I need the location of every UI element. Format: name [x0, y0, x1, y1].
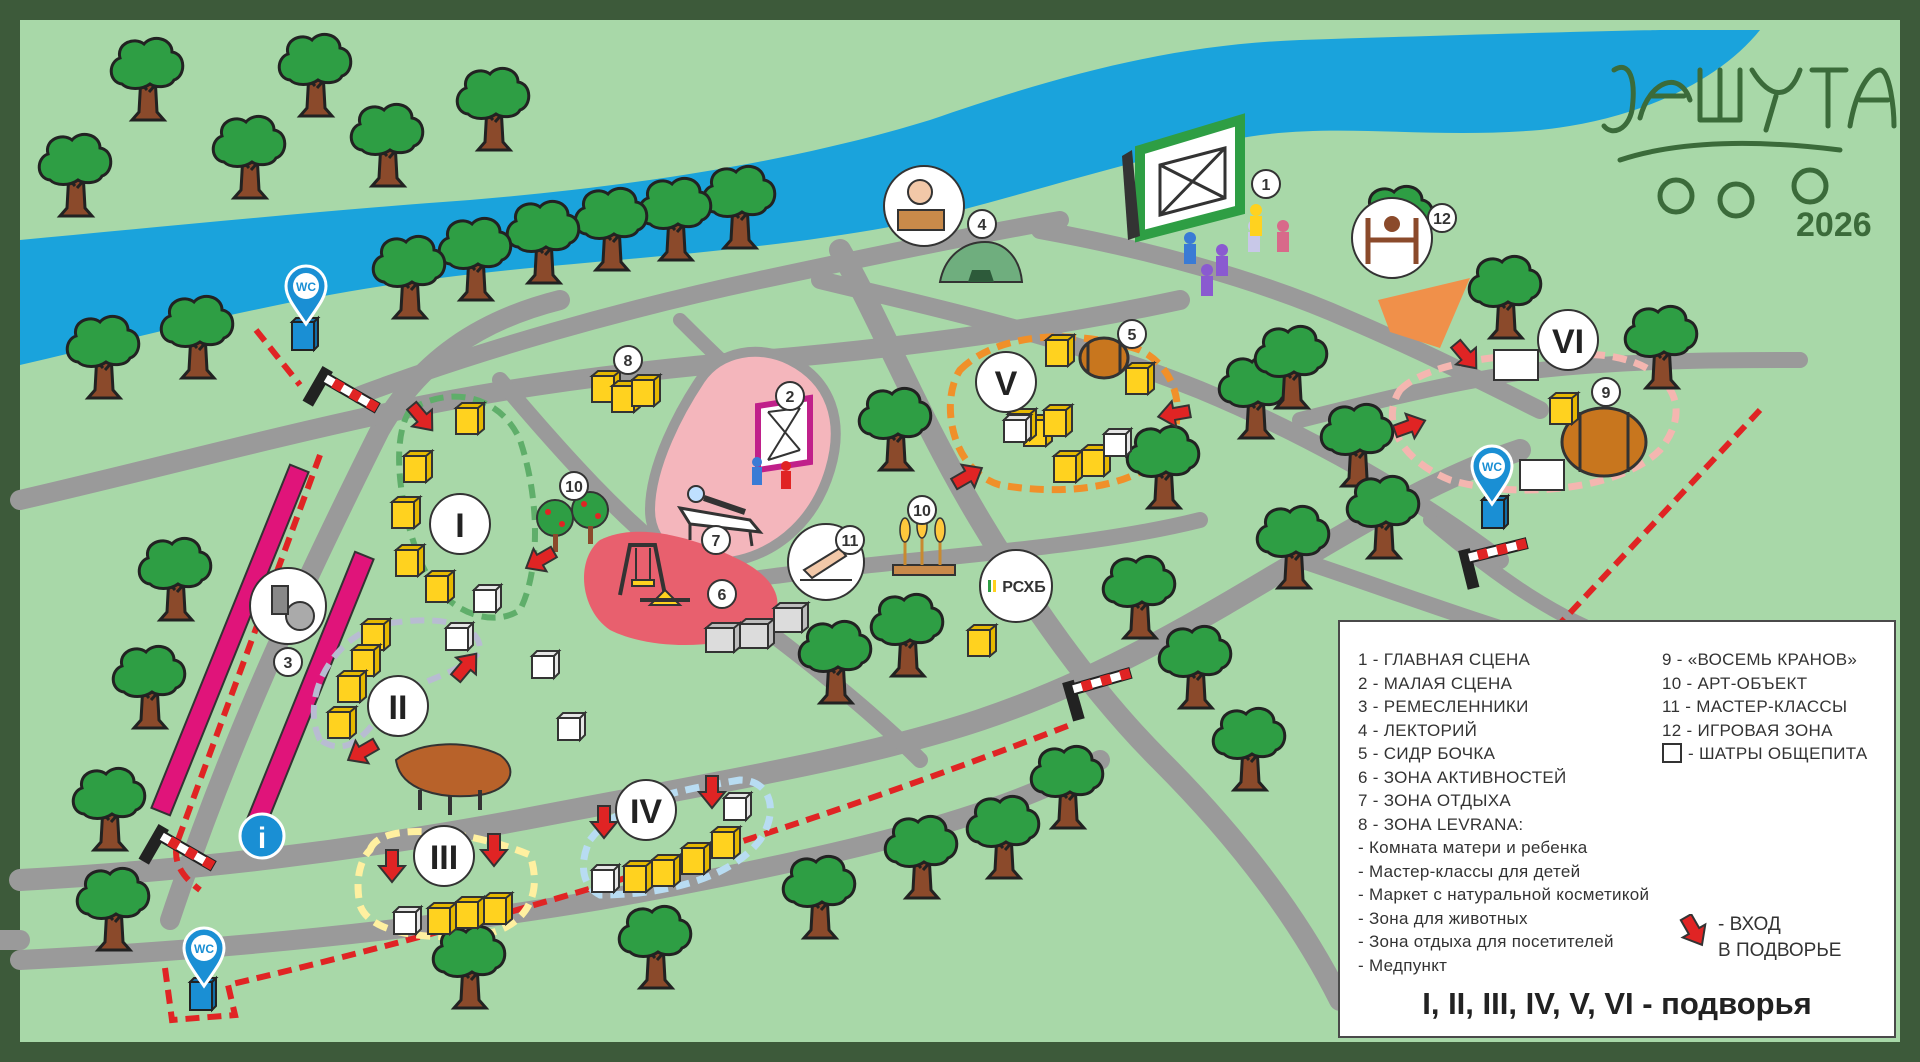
svg-text:9: 9 [1602, 385, 1611, 402]
legend-item-8: 8 - ЗОНА LEVRANA: [1358, 814, 1524, 834]
tent-icon [1662, 743, 1682, 763]
legend-item-3: 3 - РЕМЕСЛЕННИКИ [1358, 697, 1529, 716]
svg-text:12: 12 [1433, 211, 1451, 228]
marker-11: 11 [835, 525, 865, 555]
svg-text:10: 10 [565, 479, 583, 496]
legend-subitem-animals: - Зона для животных [1358, 908, 1528, 928]
legend-item-2: 2 - МАЛАЯ СЦЕНА [1358, 673, 1513, 693]
sponsor-marker: РСХБ [979, 549, 1053, 623]
legend-item-4: 4 - ЛЕКТОРИЙ [1358, 720, 1478, 740]
main-stage-icon [1122, 113, 1289, 296]
barrel-food-icon [1493, 349, 1648, 491]
legend-entrance-line1: - ВХОД [1718, 914, 1781, 935]
lounger-icon [676, 485, 764, 547]
crafts-row-left [150, 463, 310, 817]
marker-1: 1 [1251, 169, 1281, 199]
lecture-dome [938, 240, 1024, 283]
legend-subitem-kids-workshops: - Мастер-классы для детей [1358, 861, 1581, 881]
activity-zone [583, 531, 778, 645]
marker-5: 5 [1117, 319, 1147, 349]
svg-text:II: II [389, 689, 408, 727]
svg-text:VI: VI [1552, 323, 1584, 361]
legend-subitem-cosmetics-market: - Маркет с натуральной косметикой [1358, 885, 1650, 904]
marker-7: 7 [701, 525, 731, 555]
entrance-arrow-icon [1679, 914, 1707, 947]
wood-art-object [394, 743, 512, 815]
festival-logo [1601, 65, 1897, 219]
marker-10a: 10 [559, 471, 589, 501]
legend-item-6: 6 - ЗОНА АКТИВНОСТЕЙ [1358, 767, 1567, 787]
legend-left-column: 1 - ГЛАВНАЯ СЦЕНА 2 - МАЛАЯ СЦЕНА 3 - РЕ… [1358, 648, 1649, 977]
svg-text:I: I [455, 507, 464, 545]
legend-subitem-medpoint: - Медпункт [1358, 955, 1448, 975]
marker-10b: 10 [907, 495, 937, 525]
legend-item-10: 10 - АРТ-ОБЪЕКТ [1662, 673, 1808, 693]
marker-6: 6 [707, 579, 737, 609]
courtyard-labels: I II III IV V VI [367, 309, 1599, 887]
logo-year: 2026 [1796, 206, 1872, 244]
cider-barrel-icon [1078, 336, 1130, 380]
svg-text:5: 5 [1128, 327, 1137, 344]
game-zone-area [1378, 278, 1470, 348]
legend-item-12: 12 - ИГРОВАЯ ЗОНА [1662, 720, 1833, 740]
map-legend: 1 - ГЛАВНАЯ СЦЕНА 2 - МАЛАЯ СЦЕНА 3 - РЕ… [1338, 620, 1896, 1038]
svg-text:3: 3 [284, 655, 293, 672]
svg-text:2: 2 [786, 389, 795, 406]
marker-12: 12 [1427, 203, 1457, 233]
svg-text:V: V [995, 365, 1018, 403]
legend-entrance-line2: В ПОДВОРЬЕ [1718, 940, 1842, 961]
game-zone-callout [1351, 197, 1433, 279]
svg-text:8: 8 [624, 353, 633, 370]
marker-2: 2 [775, 381, 805, 411]
legend-tents-label: - ШАТРЫ ОБЩЕПИТА [1688, 744, 1868, 763]
svg-text:1: 1 [1262, 177, 1271, 194]
legend-item-7: 7 - ЗОНА ОТДЫХА [1358, 791, 1511, 810]
swings-icon [618, 543, 690, 606]
fences [162, 328, 1763, 1024]
legend-item-1: 1 - ГЛАВНАЯ СЦЕНА [1358, 650, 1531, 669]
lecturer-callout [883, 165, 965, 247]
legend-subitem-rest-zone: - Зона отдыха для посетителей [1358, 932, 1614, 951]
svg-text:6: 6 [718, 587, 727, 604]
legend-item-tents: - ШАТРЫ ОБЩЕПИТА [1662, 742, 1868, 766]
svg-text:11: 11 [842, 533, 859, 550]
svg-text:7: 7 [712, 533, 721, 550]
courtyard-I-zone [396, 393, 538, 621]
apple-tree-icon [536, 491, 609, 552]
info-marker[interactable]: i [238, 812, 286, 860]
marker-9: 9 [1591, 377, 1621, 407]
marker-3: 3 [273, 647, 303, 677]
svg-text:IV: IV [630, 793, 662, 831]
legend-right-column: 9 - «ВОСЕМЬ КРАНОВ» 10 - АРТ-ОБЪЕКТ 11 -… [1662, 648, 1868, 766]
svg-text:4: 4 [978, 217, 987, 234]
courtyard-II-zone [310, 617, 484, 750]
number-markers: 1 2 3 4 5 6 7 8 10 10 11 12 9 [273, 169, 1621, 677]
svg-text:i: i [258, 822, 266, 855]
marker-8: 8 [613, 345, 643, 375]
svg-text:10: 10 [913, 503, 931, 520]
svg-text:РСХБ: РСХБ [1002, 579, 1045, 596]
legend-item-5: 5 - СИДР БОЧКА [1358, 744, 1496, 763]
marker-4: 4 [967, 209, 997, 239]
legend-item-11: 11 - МАСТЕР-КЛАССЫ [1662, 697, 1848, 716]
svg-text:III: III [430, 839, 458, 877]
legend-subitem-mother-child: - Комната матери и ребенка [1358, 838, 1588, 857]
legend-footer: I, II, III, IV, V, VI - подворья [1422, 986, 1812, 1021]
crafts-callout [249, 567, 327, 645]
legend-item-9: 9 - «ВОСЕМЬ КРАНОВ» [1662, 650, 1858, 669]
